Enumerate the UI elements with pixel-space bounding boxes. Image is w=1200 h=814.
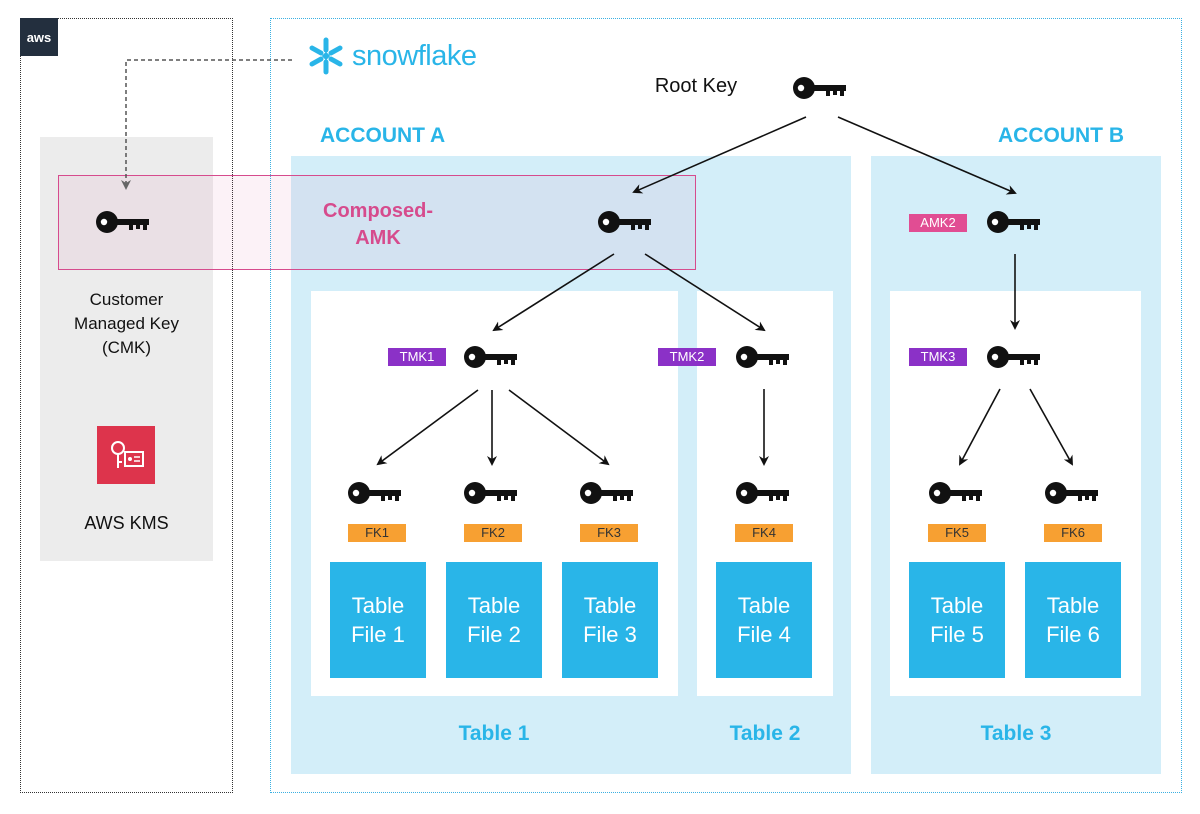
tmk2-tag: TMK2 [658,348,716,366]
fk6-key-icon [1045,482,1098,504]
tmk1-tag: TMK1 [388,348,446,366]
composed-amk-label: Composed- AMK [300,198,456,252]
file-1-line-2: File 1 [351,622,405,647]
fk3-key-icon [580,482,633,504]
file-5-line-2: File 5 [930,622,984,647]
arrow-tmk1-to-fk1 [376,389,479,466]
root-key-label: Root Key [654,75,738,97]
file-2-line-1: Table [467,593,521,618]
arrow-tmk3-to-fk5 [959,388,1001,466]
fk5-tag: FK5 [928,524,986,542]
composed-amk-line-1: Composed- [323,200,433,222]
cmk-key-icon [96,211,149,233]
fk3-tag: FK3 [580,524,638,542]
arrow-root-to-amk2 [837,116,1017,195]
cmk-line-1: Customer [89,290,164,309]
table-3-label: Table 3 [980,722,1052,745]
amk2-key-icon [987,211,1040,233]
file-5-line-1: Table [930,593,984,618]
tmk1-key-icon [464,346,517,368]
fk6-tag: FK6 [1044,524,1102,542]
arrow-tmk1-to-fk3 [508,389,610,466]
composed-amk-line-2: AMK [355,227,401,249]
fk2-key-icon [464,482,517,504]
kms-key-icon [97,426,155,484]
tmk3-tag: TMK3 [909,348,967,366]
fk5-key-icon [929,482,982,504]
kms-label: AWS KMS [84,513,169,533]
account-b-title: ACCOUNT B [998,124,1124,147]
file-6-line-1: Table [1046,593,1100,618]
fk4-tag: FK4 [735,524,793,542]
fk4-key-icon [736,482,789,504]
fk1-key-icon [348,482,401,504]
table-1-label: Table 1 [458,722,530,745]
file-3-line-1: Table [583,593,637,618]
arrow-tmk3-to-fk6 [1029,388,1073,466]
file-2-line-2: File 2 [467,622,521,647]
aws-logo: aws [20,18,58,56]
cmk-line-2: Managed Key [74,314,179,333]
snowflake-logo: snowflake [306,36,477,76]
tmk3-key-icon [987,346,1040,368]
composed-amk-key-icon [598,211,651,233]
file-3-line-2: File 3 [583,622,637,647]
cmk-line-3: (CMK) [101,338,152,357]
aws-kms-panel [40,137,213,561]
arrow-amk-to-tmk2 [644,253,766,332]
tmk2-key-icon [736,346,789,368]
table-2-label: Table 2 [729,722,801,745]
file-4-line-2: File 4 [737,622,791,647]
file-1-line-1: Table [351,593,405,618]
account-a-title: ACCOUNT A [320,124,446,147]
amk2-tag: AMK2 [909,214,967,232]
cmk-link-arrow [121,59,292,190]
file-4-line-1: Table [737,593,791,618]
snowflake-logo-icon [309,37,343,75]
snowflake-boundary [270,18,1182,793]
root-key-icon [793,77,846,99]
arrow-amk-to-tmk1 [492,253,615,332]
arrow-root-to-amk-a [632,116,807,194]
composed-amk-box [58,175,696,270]
fk1-tag: FK1 [348,524,406,542]
fk2-tag: FK2 [464,524,522,542]
file-6-line-2: File 6 [1046,622,1100,647]
aws-boundary [20,18,233,793]
snowflake-wordmark: snowflake [352,39,477,72]
cmk-label: Customer Managed Key (CMK) [40,288,213,360]
